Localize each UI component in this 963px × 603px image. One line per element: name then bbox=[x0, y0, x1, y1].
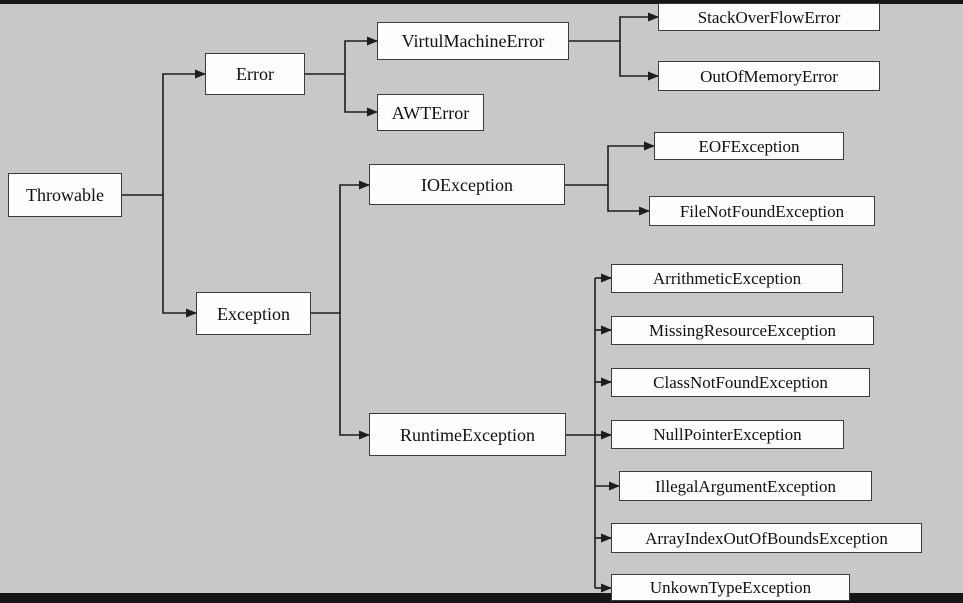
node-runtimeexception: RuntimeException bbox=[369, 413, 566, 456]
node-virtulmachineerror: VirtulMachineError bbox=[377, 22, 569, 60]
node-filenotfoundexception: FileNotFoundException bbox=[649, 196, 875, 226]
node-awterror: AWTError bbox=[377, 94, 484, 131]
node-unkowntypeexception: UnkownTypeException bbox=[611, 574, 850, 601]
node-arrayindexoutofboundsexception: ArrayIndexOutOfBoundsException bbox=[611, 523, 922, 553]
node-illegalargumentexception: IllegalArgumentException bbox=[619, 471, 872, 501]
bottom-edge-bar bbox=[0, 593, 963, 603]
node-missingresourceexception: MissingResourceException bbox=[611, 316, 874, 345]
node-eofexception: EOFException bbox=[654, 132, 844, 160]
node-classnotfoundexception: ClassNotFoundException bbox=[611, 368, 870, 397]
top-edge-bar bbox=[0, 0, 963, 4]
node-error: Error bbox=[205, 53, 305, 95]
node-nullpointerexception: NullPointerException bbox=[611, 420, 844, 449]
node-ioexception: IOException bbox=[369, 164, 565, 205]
node-arrithmeticexception: ArrithmeticException bbox=[611, 264, 843, 293]
node-outofmemoryerror: OutOfMemoryError bbox=[658, 61, 880, 91]
node-stackoverflowerror: StackOverFlowError bbox=[658, 3, 880, 31]
node-throwable: Throwable bbox=[8, 173, 122, 217]
node-exception: Exception bbox=[196, 292, 311, 335]
